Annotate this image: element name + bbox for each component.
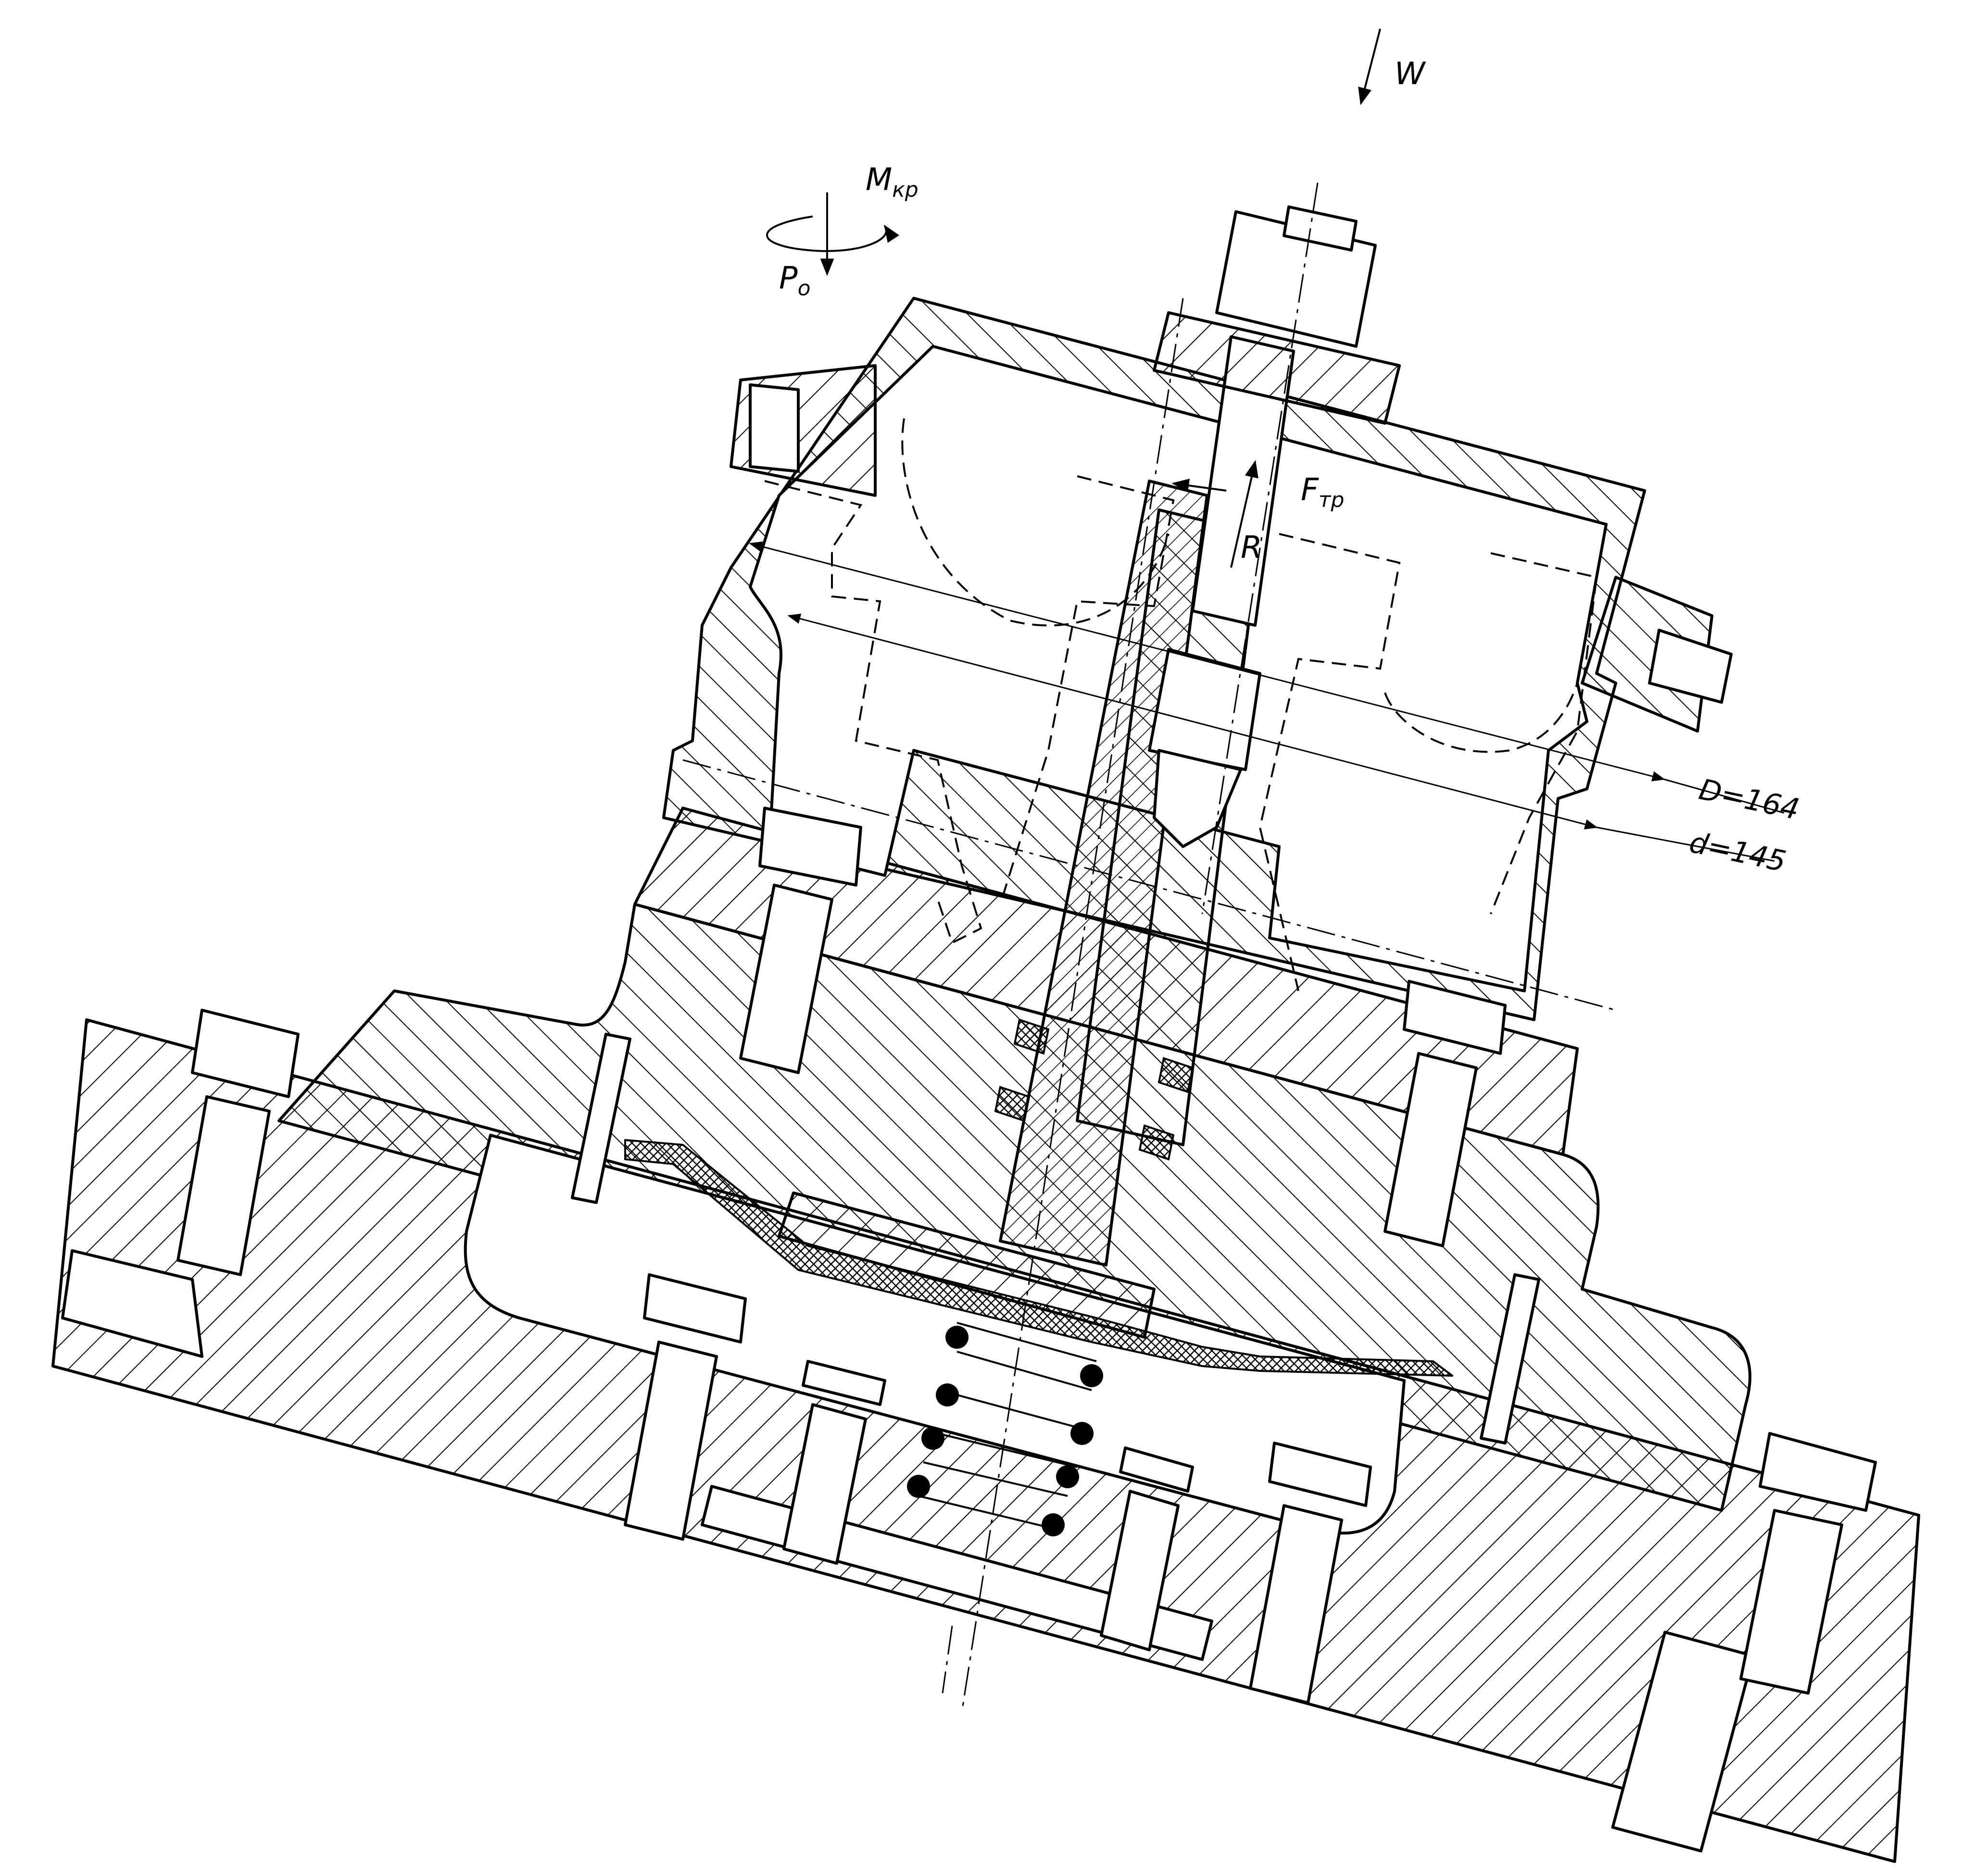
label-d-inner: d=145 bbox=[1686, 825, 1789, 879]
label-d-outer: D=164 bbox=[1696, 773, 1802, 826]
spring-coil-sections bbox=[907, 1326, 1103, 1536]
label-po-sub: o bbox=[798, 276, 811, 301]
dowel-pin-right bbox=[1480, 1273, 1540, 1444]
dowel-pin-left bbox=[571, 1033, 631, 1204]
mkp-arrow bbox=[766, 215, 899, 252]
bolt-center-left bbox=[624, 1273, 747, 1541]
label-ftr: Fтр bbox=[1301, 472, 1344, 512]
label-po: Po bbox=[779, 261, 811, 301]
ftr-arrow bbox=[1171, 479, 1227, 493]
label-w: W bbox=[1395, 56, 1426, 92]
top-left-clamp-screw bbox=[749, 383, 800, 473]
w-arrow bbox=[1358, 28, 1381, 105]
dimension-lines bbox=[749, 541, 1785, 862]
r-arrow bbox=[1230, 460, 1258, 568]
bolt-right-lower bbox=[1739, 1432, 1877, 1695]
diaphragm-cavity bbox=[464, 1134, 1406, 1535]
label-ftr-main: F bbox=[1301, 472, 1319, 508]
label-mkp-sub: кр bbox=[892, 177, 919, 202]
force-arrows bbox=[766, 28, 1381, 568]
return-spring bbox=[918, 1322, 1097, 1531]
bolt-spring-right bbox=[1100, 1446, 1194, 1651]
left-wedge bbox=[61, 1249, 203, 1358]
top-washer bbox=[1153, 311, 1401, 425]
bolt-spring-left bbox=[782, 1360, 886, 1565]
label-po-main: P bbox=[779, 261, 798, 296]
label-r: R bbox=[1241, 530, 1262, 566]
diaphragm-plate bbox=[778, 1191, 1156, 1339]
o-ring-seals bbox=[994, 1018, 1194, 1161]
bolt-center-right bbox=[1249, 1442, 1372, 1704]
base-bottom-hole bbox=[1611, 1631, 1755, 1853]
label-mkp-main: M bbox=[866, 162, 892, 198]
top-nut-cap bbox=[1283, 205, 1358, 252]
bolt-left-1 bbox=[176, 1009, 300, 1276]
label-ftr-sub: тр bbox=[1319, 488, 1345, 512]
bolt-right-upper bbox=[1384, 980, 1507, 1247]
label-mkp: Mкр bbox=[866, 162, 919, 202]
